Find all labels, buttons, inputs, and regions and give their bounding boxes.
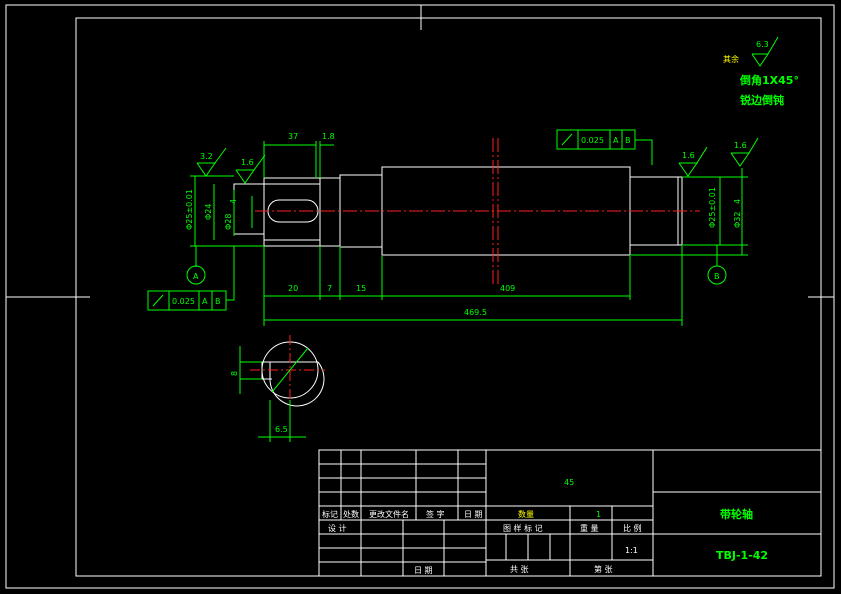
tol-top-datum2: B	[625, 136, 631, 145]
tol-left-datum2: B	[215, 297, 221, 306]
dim-left-key: 4	[229, 199, 238, 204]
scale-value: 1:1	[625, 546, 638, 555]
roughness-right2: 1.6	[734, 141, 747, 150]
roughness-symbol-general	[751, 53, 769, 67]
hdr-date: 日 期	[464, 510, 483, 519]
scale-label: 比 例	[623, 523, 642, 533]
sheet-no: 第 张	[594, 564, 613, 574]
dim-top-37: 37	[288, 132, 298, 141]
sheet-total: 共 张	[510, 565, 529, 574]
roughness-symbol-right1	[678, 162, 698, 177]
datum-b-label: B	[714, 272, 720, 281]
dim-left-phi3: Φ28	[224, 214, 233, 230]
datum-a-label: A	[193, 272, 199, 281]
datum-a-circle	[186, 265, 206, 285]
datum-b-circle	[707, 265, 727, 285]
right-diameter-dims: Φ25±0.01 Φ32 4 1.6 1.6	[630, 137, 759, 256]
dim-right-key: 4	[733, 199, 742, 204]
dim-section-depth: 8	[230, 371, 239, 376]
tolerance-frame-top: 0.025 A B	[556, 129, 653, 165]
note-other: 其余	[723, 54, 739, 64]
shaft-main-view	[233, 138, 700, 285]
note-other-roughness: 6.3	[756, 40, 769, 49]
dim-left-phi2: Φ24	[204, 204, 213, 220]
tolerance-frame-left: 0.025 A B	[147, 246, 235, 311]
roughness-right1: 1.6	[682, 151, 695, 160]
runout-icon	[561, 133, 573, 146]
dim-right-phi2: Φ32	[733, 212, 742, 228]
material-value: 45	[564, 478, 574, 487]
qty-label: 数量	[518, 509, 534, 519]
roughness-left1: 3.2	[200, 152, 213, 161]
roughness-symbol-right2	[730, 152, 750, 167]
tol-top-value: 0.025	[581, 136, 604, 145]
hatch-line	[271, 347, 309, 393]
stage-mark-label: 图 样 标 记	[503, 523, 543, 533]
note-chamfer: 倒角1X45°	[739, 73, 799, 87]
bottom-dims: 20 7 15 409 469.5	[263, 246, 683, 326]
qty-value: 1	[596, 510, 601, 519]
dim-right-phi1: Φ25±0.01	[708, 187, 717, 228]
runout-icon-left	[152, 294, 164, 307]
hdr-sign: 签 字	[426, 509, 445, 519]
drawing-number: TBJ-1-42	[716, 549, 768, 562]
tol-left-datum: A	[202, 297, 208, 306]
design-label: 设 计	[328, 523, 347, 533]
left-diameter-dims: Φ25±0.01 Φ24 Φ28 4 3.2 1.6	[185, 147, 266, 247]
dim-top-1-8: 1.8	[322, 132, 335, 141]
dim-total: 469.5	[464, 308, 487, 317]
dim-bot-15: 15	[356, 284, 366, 293]
roughness-symbol-left2	[235, 169, 255, 184]
title-block	[318, 449, 822, 577]
tol-top-datum: A	[613, 136, 619, 145]
dim-left-phi1: Φ25±0.01	[185, 189, 194, 230]
dim-bot-20: 20	[288, 284, 298, 293]
part-name: 带轮轴	[720, 507, 753, 521]
roughness-left2: 1.6	[241, 158, 254, 167]
hdr-mark: 标记	[322, 509, 338, 519]
roughness-symbol-left1	[196, 162, 216, 177]
top-dims: 37 1.8	[263, 132, 335, 178]
date-label: 日 期	[414, 566, 433, 575]
dim-section-width: 6.5	[275, 425, 288, 434]
dim-bot-7: 7	[327, 284, 332, 293]
hdr-doc: 更改文件名	[369, 509, 409, 519]
tol-left-value: 0.025	[172, 297, 195, 306]
dim-bot-409: 409	[500, 284, 515, 293]
weight-label: 重 量	[580, 523, 599, 533]
hdr-count: 处数	[343, 509, 359, 519]
note-deburr: 锐边倒钝	[740, 93, 784, 107]
section-view: 8 6.5	[230, 335, 325, 442]
